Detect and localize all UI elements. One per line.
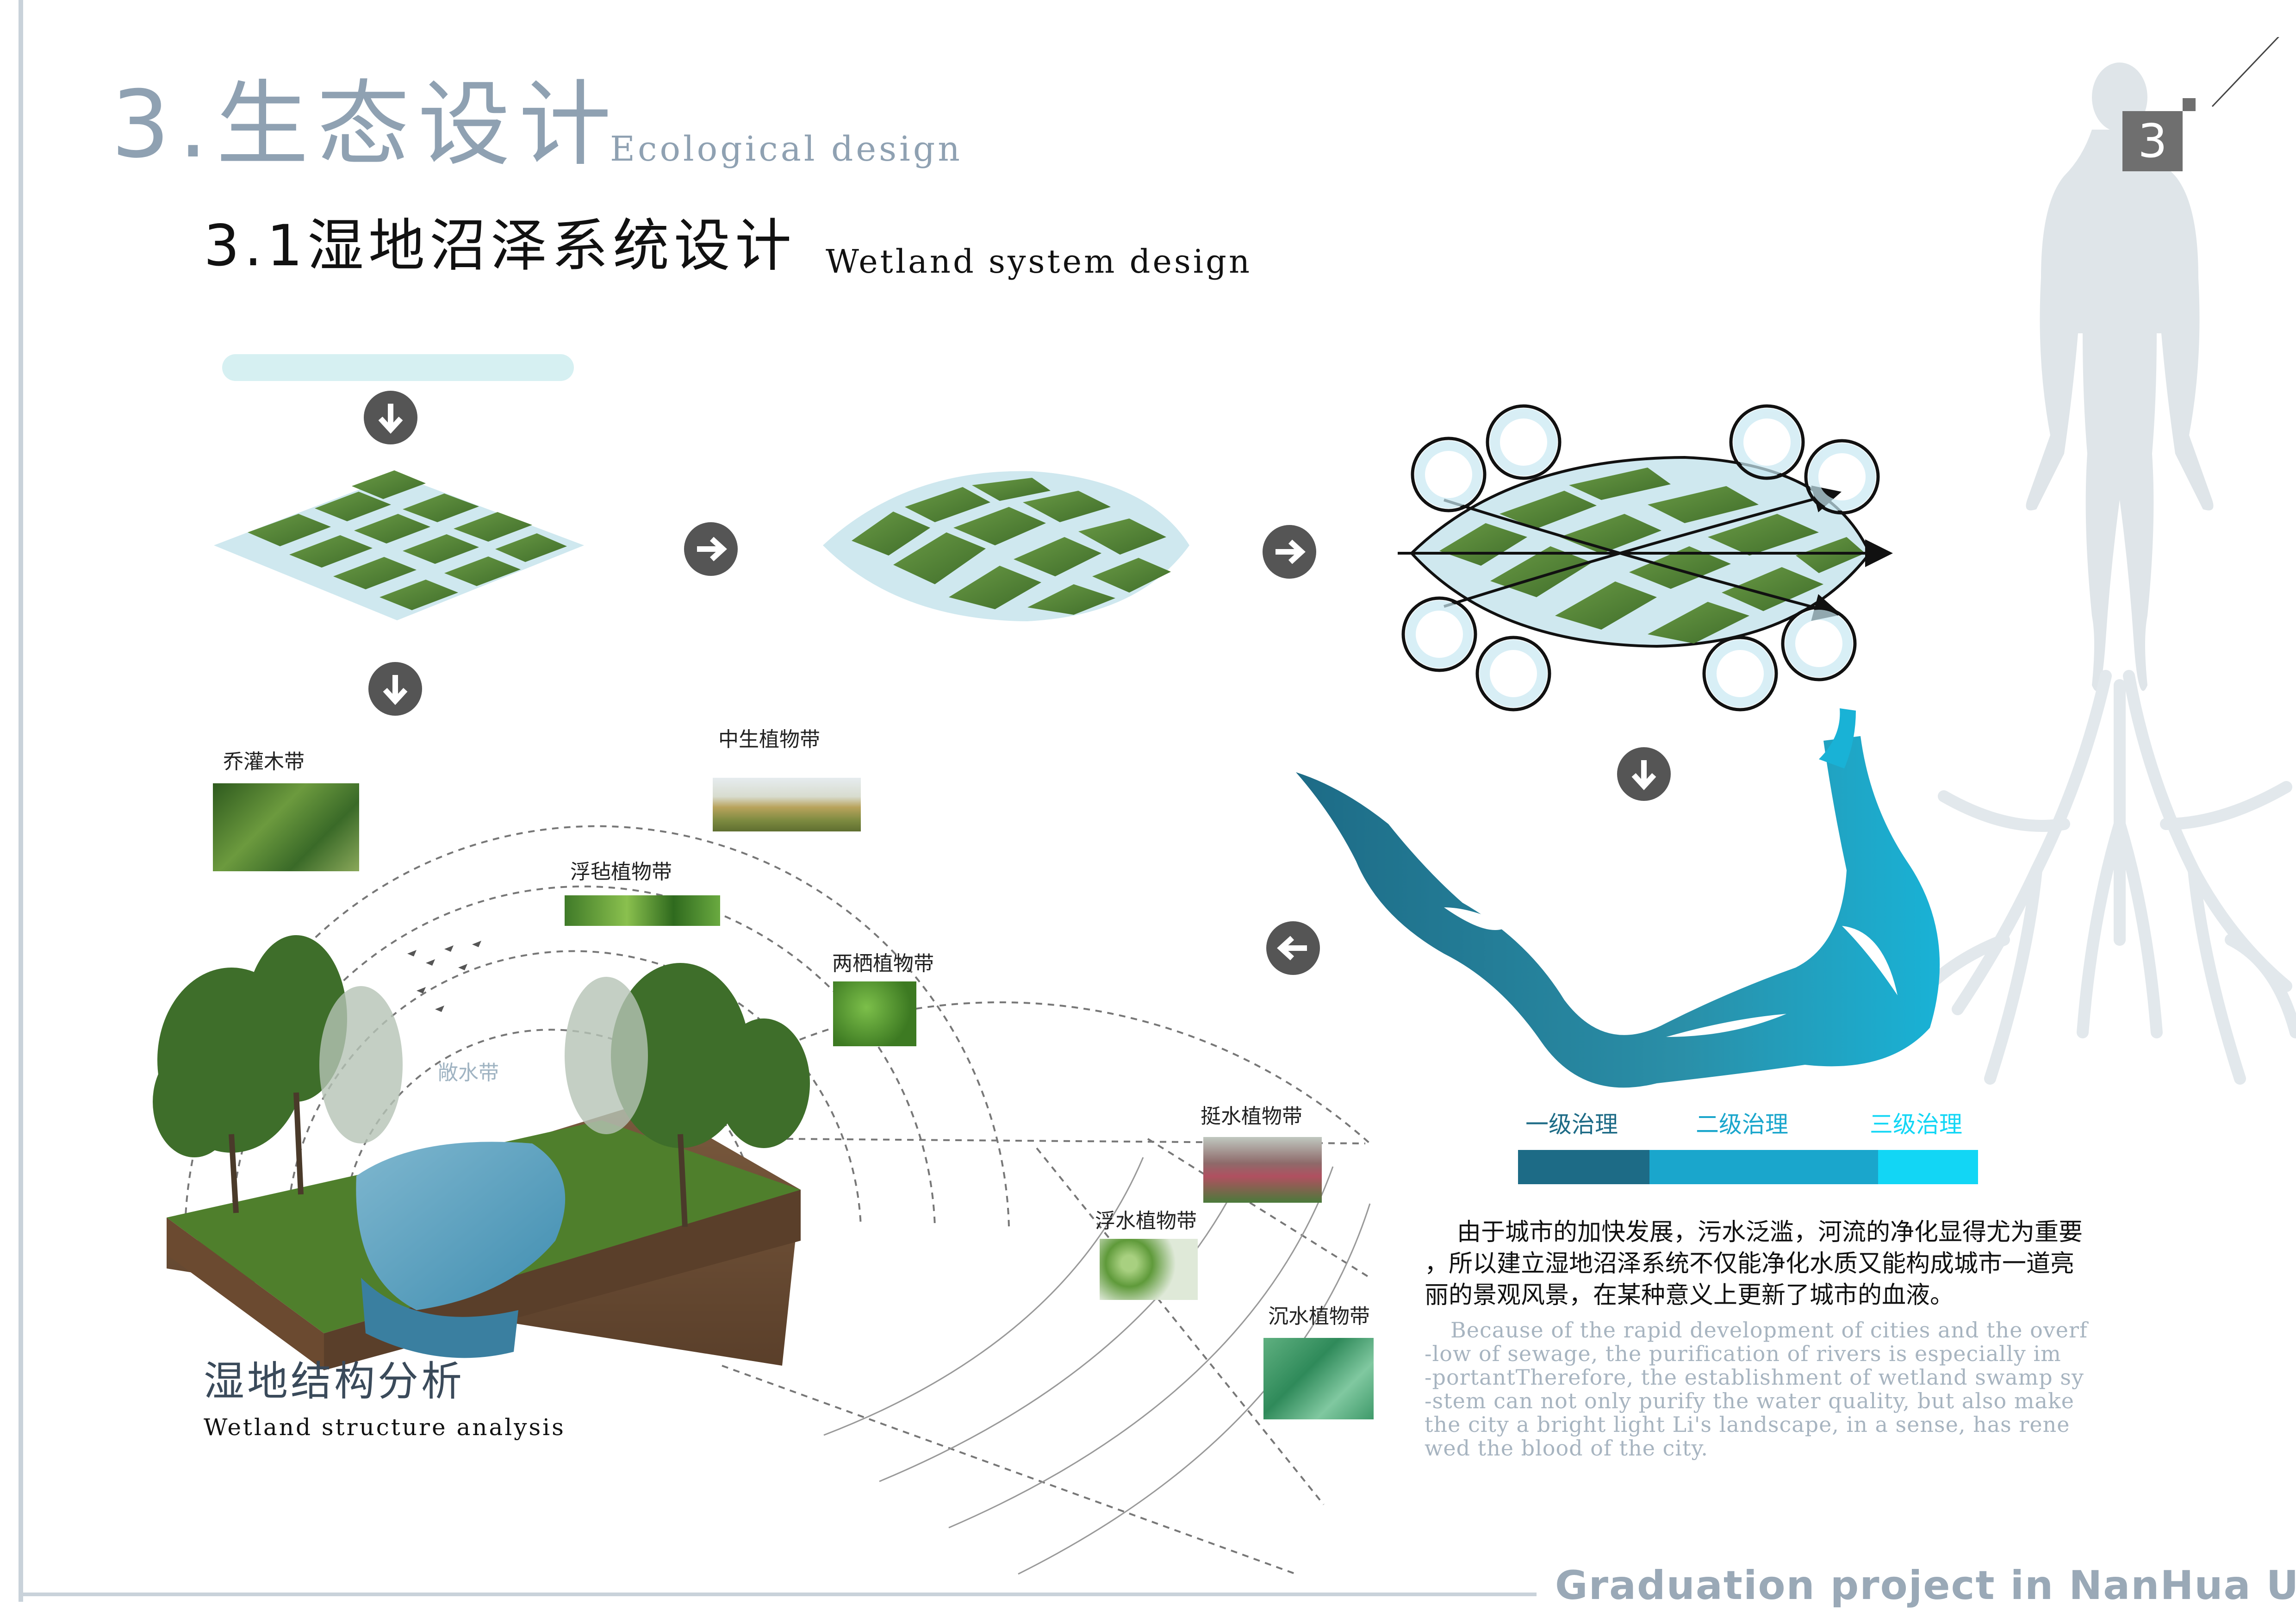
description-zh-line: ，所以建立湿地沼泽系统不仅能净化水质又能构成城市一道亮: [1425, 1250, 2075, 1278]
legend-label-level-3: 三级治理: [1870, 1111, 1962, 1138]
zone-label-floating-mat: 浮毡植物带: [570, 860, 672, 884]
arrow-right-icon: [684, 522, 738, 576]
description-en-line: Because of the rapid development of citi…: [1450, 1318, 2088, 1343]
section-title-en: Ecological design: [610, 129, 963, 169]
subsection-title: 3.1湿地沼泽系统设计: [204, 213, 796, 279]
zone-label-open-water: 敞水带: [438, 1061, 499, 1085]
arbor-shrub-photo: [213, 783, 359, 871]
circular-arrow-icon: [1401, 404, 1880, 712]
section-title: 3.生态设计: [111, 71, 620, 179]
amphibious-photo: [833, 981, 916, 1046]
submerged-photo: [1263, 1338, 1374, 1419]
zone-label-amphibious: 两栖植物带: [832, 952, 934, 975]
bottom-border-line: [19, 1593, 1537, 1596]
zone-label-arbor-shrub: 乔灌木带: [223, 750, 305, 774]
mesophyte-photo: [713, 778, 861, 831]
wetland-grid-step-1: [214, 470, 584, 620]
description-en-line: -stem can not only purify the water qual…: [1425, 1388, 2074, 1413]
wetland-circulation-step-3: [1398, 404, 1893, 712]
zone-arcs-outer: [823, 1157, 1371, 1575]
river-treatment-shape: [1296, 708, 1940, 1088]
legend-swatch-level-2: [1649, 1150, 1878, 1184]
zone-label-submerged: 沉水植物带: [1268, 1305, 1370, 1328]
arrow-down-icon: [1617, 747, 1671, 801]
arrow-right-icon: [1263, 525, 1316, 579]
floating-photo: [1100, 1239, 1198, 1300]
zone-label-mesophyte: 中生植物带: [718, 728, 820, 751]
description-zh: 由于城市的加快发展，污水泛滥，河流的净化显得尤为重要 ，所以建立湿地沼泽系统不仅…: [1425, 1217, 2147, 1311]
description-en-line: -portantTherefore, the establishment of …: [1425, 1365, 2084, 1390]
wetland-cross-section: [153, 935, 810, 1370]
arrow-left-icon: [1266, 921, 1320, 975]
description-zh-line: 丽的景观风景，在某种意义上更新了城市的血液。: [1425, 1281, 1954, 1309]
arrow-down-icon: [368, 662, 422, 716]
emergent-photo: [1203, 1137, 1322, 1203]
zone-label-emergent: 挺水植物带: [1201, 1105, 1302, 1128]
description-en-line: -low of sewage, the purification of rive…: [1425, 1341, 2061, 1366]
page-number-corner: [2183, 98, 2196, 111]
wetland-caption-zh: 湿地结构分析: [204, 1357, 465, 1405]
description-en: Because of the rapid development of citi…: [1425, 1318, 2147, 1460]
floating-mat-photo: [565, 895, 720, 926]
arrow-down-icon: [364, 391, 417, 444]
wetland-leaf-step-2: [823, 471, 1189, 621]
description-en-line: wed the blood of the city.: [1425, 1436, 1708, 1461]
legend-label-level-1: 一级治理: [1525, 1111, 1618, 1138]
description-en-line: the city a bright light Li's landscape, …: [1425, 1412, 2070, 1437]
footer-text: Graduation project in NanHua University: [1555, 1562, 2296, 1609]
water-inlet-pipe: [222, 354, 574, 381]
legend-label-level-2: 二级治理: [1696, 1111, 1788, 1138]
page-number: 3: [2122, 111, 2183, 171]
birds: [407, 941, 481, 1012]
subsection-title-en: Wetland system design: [826, 243, 1252, 281]
wetland-caption-en: Wetland structure analysis: [204, 1414, 566, 1441]
legend-swatch-level-1: [1518, 1150, 1649, 1184]
zone-label-floating: 浮水植物带: [1095, 1209, 1197, 1233]
left-border-line: [19, 0, 23, 1602]
description-zh-line: 由于城市的加快发展，污水泛滥，河流的净化显得尤为重要: [1457, 1218, 2083, 1246]
legend-swatch-level-3: [1878, 1150, 1978, 1184]
